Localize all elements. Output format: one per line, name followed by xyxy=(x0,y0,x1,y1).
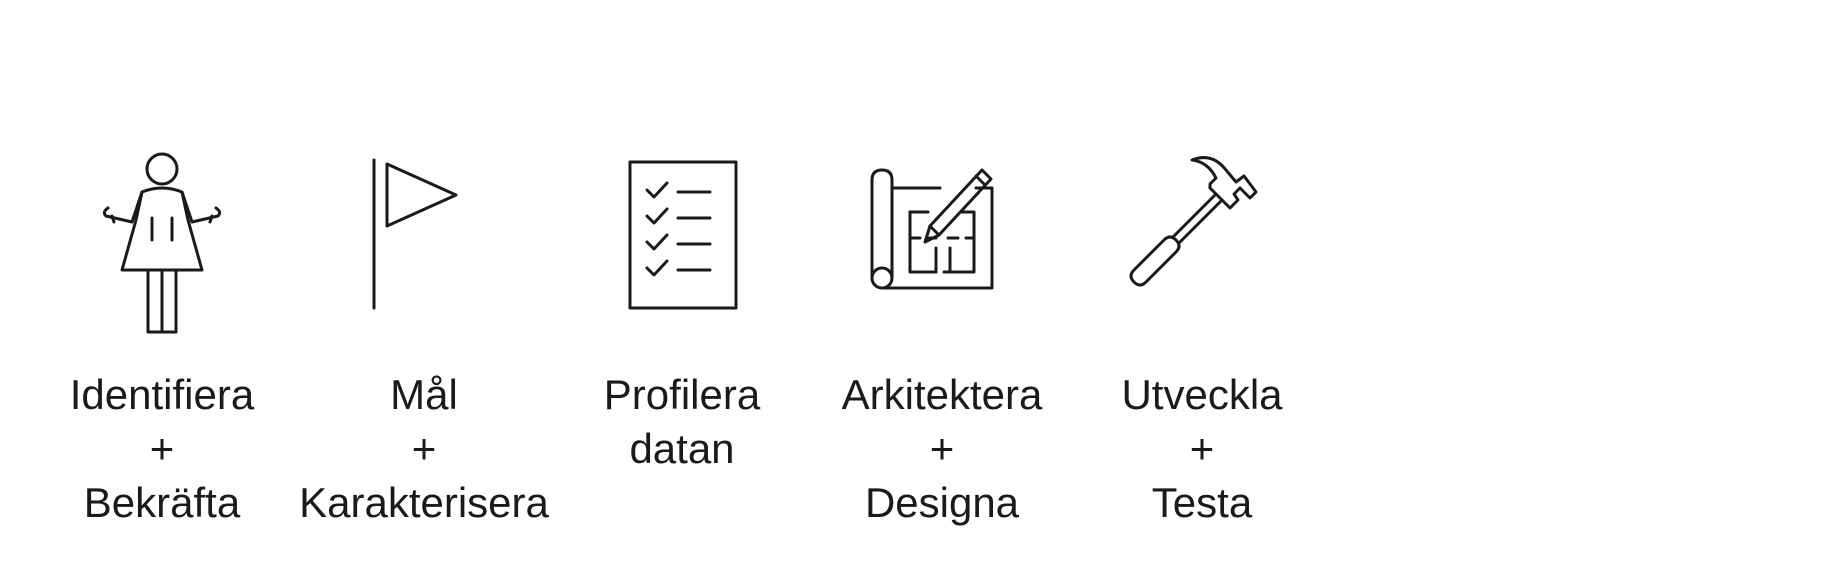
step-label-line-2: + xyxy=(149,425,175,472)
hammer-icon xyxy=(1112,150,1292,350)
step-label-line-1: Arkitektera xyxy=(841,371,1043,418)
step-label-line-1: Mål xyxy=(390,371,458,418)
step-label: Mål + Karakterisera xyxy=(299,368,549,530)
step-label-line-2: + xyxy=(1189,425,1215,472)
step-identify-confirm: Identifiera + Bekräfta xyxy=(12,150,312,530)
step-label: Arkitektera + Designa xyxy=(842,368,1043,530)
step-architect-design: Arkitektera + Designa xyxy=(792,150,1092,530)
blueprint-pencil-icon xyxy=(852,150,1032,350)
step-profile-data: Profilera datan xyxy=(532,150,832,476)
step-label: Identifiera + Bekräfta xyxy=(70,368,254,530)
step-label-line-1: Identifiera xyxy=(69,371,255,418)
step-label-line-2: + xyxy=(929,425,955,472)
step-label-line-2: datan xyxy=(629,425,735,472)
step-label-line-3: Bekräfta xyxy=(83,479,241,526)
person-icon xyxy=(72,150,252,350)
step-label: Profilera datan xyxy=(604,368,760,476)
flag-icon xyxy=(334,150,514,350)
step-label-line-3: Karakterisera xyxy=(299,479,549,526)
step-label-line-1: Profilera xyxy=(603,371,761,418)
step-label: Utveckla + Testa xyxy=(1121,368,1282,530)
step-goal-characterize: Mål + Karakterisera xyxy=(274,150,574,530)
step-label-line-3: Designa xyxy=(864,479,1020,526)
checklist-icon xyxy=(592,150,772,350)
step-label-line-2: + xyxy=(411,425,437,472)
step-develop-test: Utveckla + Testa xyxy=(1052,150,1352,530)
step-label-line-1: Utveckla xyxy=(1121,371,1283,418)
step-label-line-3: Testa xyxy=(1151,479,1253,526)
